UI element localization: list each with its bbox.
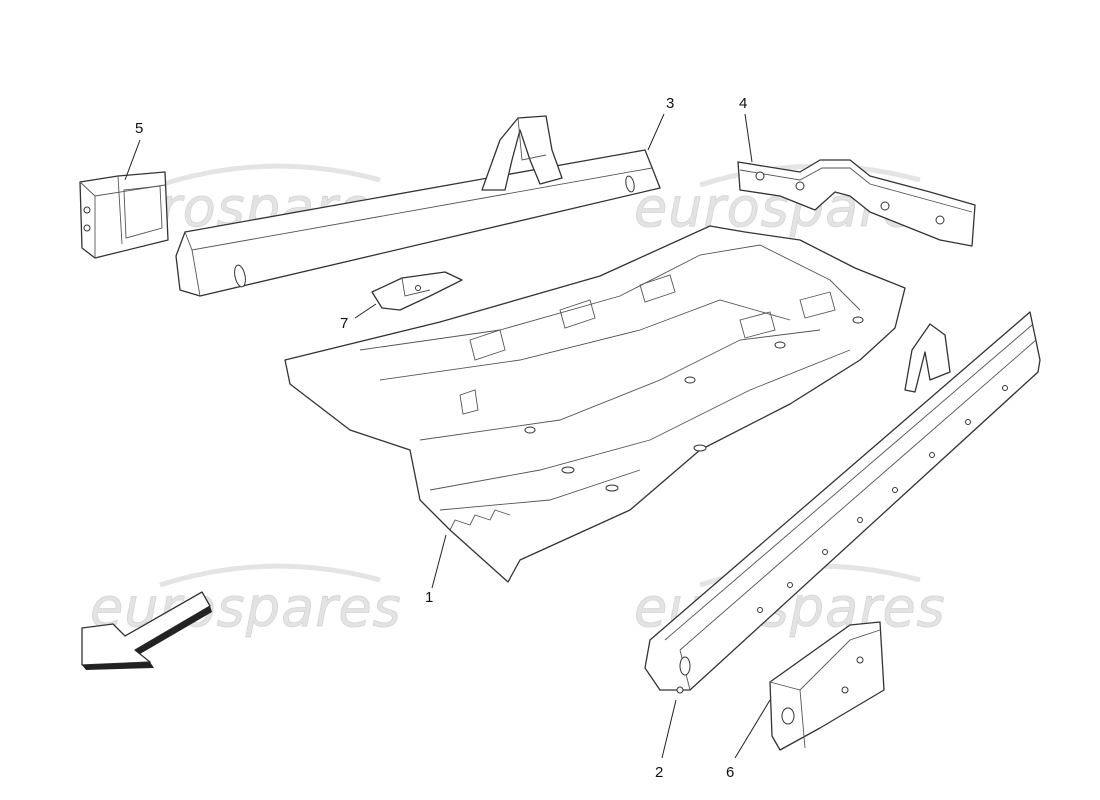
leader-2 <box>661 699 677 759</box>
callout-4: 4 <box>739 95 747 112</box>
callout-6: 6 <box>726 764 734 781</box>
leader-4 <box>744 113 753 163</box>
callout-labels: 5 3 4 7 1 2 6 <box>135 95 747 781</box>
leader-3 <box>647 113 665 151</box>
callout-1: 1 <box>425 589 433 606</box>
part-2-lower-sill <box>644 311 1041 694</box>
part-3-sill-rail <box>175 115 661 297</box>
part-4-cross-member <box>737 159 976 247</box>
watermark-bottom-left: eurospares <box>90 563 401 639</box>
leader-lines <box>124 113 771 759</box>
part-6-bracket <box>769 621 885 751</box>
part-1-floor-pan <box>284 225 906 583</box>
callout-5: 5 <box>135 120 143 137</box>
leader-7 <box>354 303 377 319</box>
callout-3: 3 <box>666 95 674 112</box>
leader-5 <box>124 139 141 181</box>
leader-6 <box>734 699 771 759</box>
callout-7: 7 <box>340 315 348 332</box>
leader-1 <box>431 534 447 589</box>
callout-2: 2 <box>655 764 663 781</box>
part-7-bracket <box>371 271 463 311</box>
arrow-front-left-icon <box>81 591 212 670</box>
part-5-bracket <box>79 171 169 259</box>
